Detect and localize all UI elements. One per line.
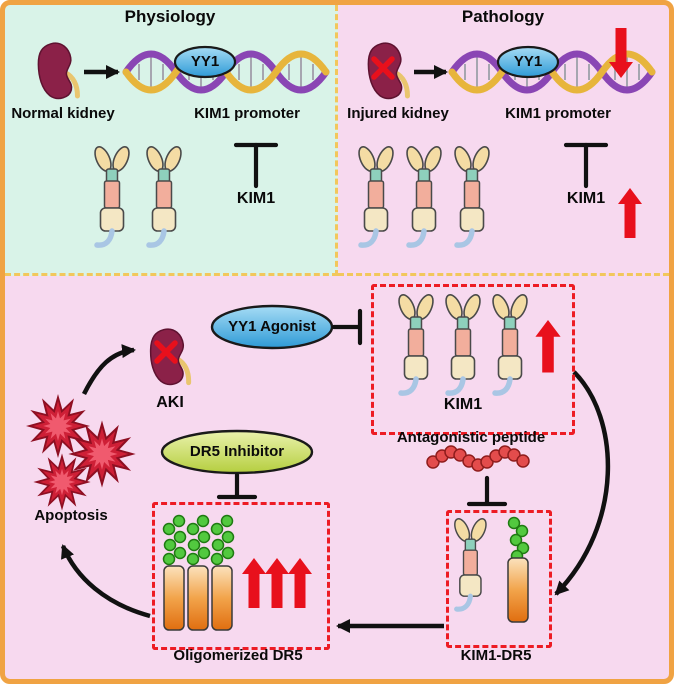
kim1-dr5-label: KIM1-DR5 [460, 647, 532, 664]
pathology-title: Pathology [461, 7, 545, 26]
kim1-dashed-box [371, 284, 575, 435]
kim1-dr5-dashed-box [446, 510, 552, 648]
oligomerized-dr5-dashed-box [152, 502, 330, 650]
inhibition-tbar-yy1-agonist [331, 308, 363, 346]
arrow-kim1-to-kim1dr5 [554, 370, 611, 596]
red-up-arrow-kim1 [618, 188, 642, 238]
inhibition-tbar-left [233, 142, 279, 189]
physiology-title: Physiology [124, 7, 216, 26]
normal-kidney-icon [34, 41, 78, 102]
kim1-box-label: KIM1 [443, 396, 483, 413]
arrow-apoptosis-to-aki [81, 344, 136, 396]
yy1-oval-right [496, 45, 560, 79]
kim1-receptor-icon [92, 144, 132, 245]
oligomerized-dr5-label: Oligomerized DR5 [173, 647, 303, 664]
yy1-agonist-label: YY1 Agonist [228, 317, 316, 335]
kim1-receptor-icon [404, 144, 444, 245]
apoptosis-label: Apoptosis [34, 507, 108, 524]
kim1-gene-label-right: KIM1 [566, 190, 606, 207]
kim1-promoter-label-right: KIM1 promoter [505, 105, 611, 122]
dr5-inhibitor-label: DR5 Inhibitor [189, 442, 285, 460]
kim1-promoter-label-left: KIM1 promoter [194, 105, 300, 122]
arrow-oligomer-to-apoptosis [60, 544, 151, 619]
antagonistic-peptide-label: Antagonistic peptide [396, 429, 546, 446]
inhibition-tbar-right [563, 142, 609, 189]
kim1-receptor-icon [452, 144, 492, 245]
injured-kidney-label: Injured kidney [347, 105, 449, 122]
kim1-receptor-icon [144, 144, 184, 245]
aki-label: AKI [156, 394, 184, 411]
antagonistic-peptide-beads [426, 445, 530, 472]
normal-kidney-label: Normal kidney [11, 105, 115, 122]
inhibition-tbar-dr5-inhibitor [216, 472, 258, 500]
yy1-label-left: YY1 [190, 52, 220, 70]
inhibition-tbar-peptide [466, 475, 508, 507]
kim1-receptor-icon [356, 144, 396, 245]
green-bead-cluster [162, 514, 235, 566]
apoptosis-burst-icon [71, 423, 133, 485]
yy1-label-right: YY1 [513, 52, 543, 70]
apoptosis-burst-icon [28, 396, 88, 456]
yy1-oval-left [173, 45, 237, 79]
kim1-gene-label-left: KIM1 [236, 190, 276, 207]
